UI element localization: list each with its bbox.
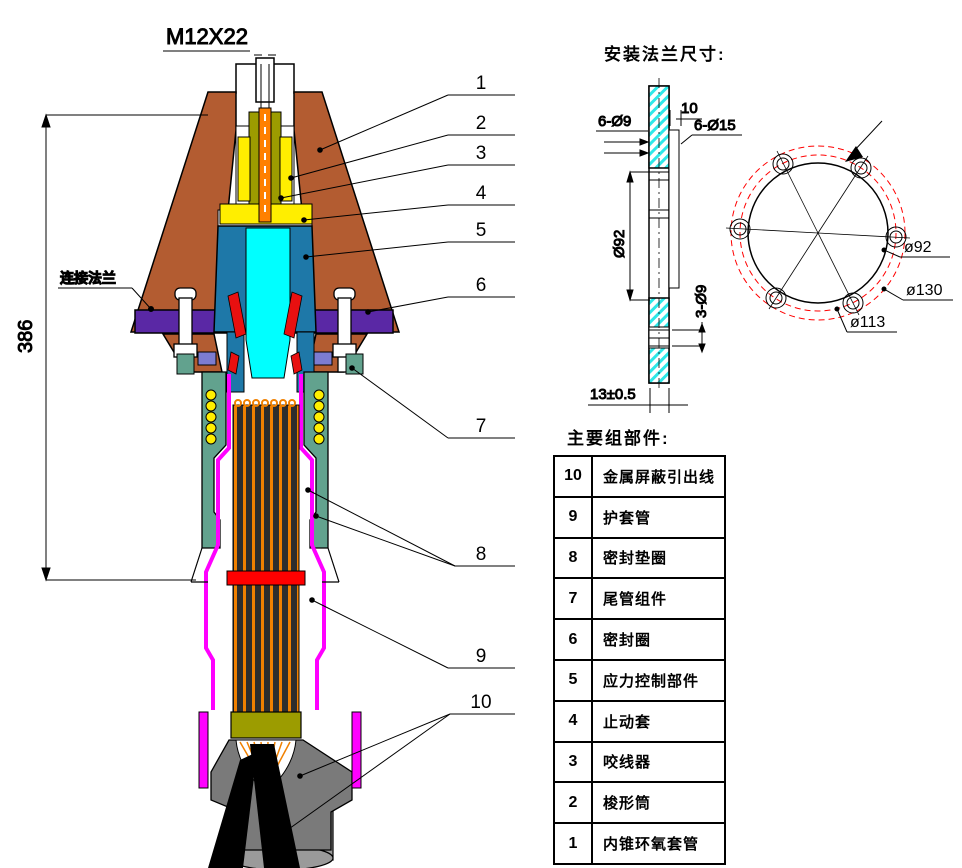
table-row: 9 护套管: [555, 497, 724, 539]
part-name: 内锥环氧套管: [603, 836, 700, 854]
seal-layer-right: [299, 374, 326, 710]
table-row: 8 密封垫圈: [555, 538, 724, 580]
bolt-shaft: [255, 57, 275, 103]
callout-8: 8: [476, 544, 487, 565]
part-name: 止动套: [603, 713, 652, 731]
red-marker-band: [226, 570, 306, 586]
dim-d113-front: ø113: [850, 314, 885, 331]
table-row: 4 止动套: [555, 701, 724, 743]
callout-2: 2: [476, 113, 487, 134]
red-wedge-left: [227, 291, 247, 339]
part-number: 10: [555, 457, 593, 496]
termination-assembly: [129, 57, 401, 868]
connection-flange-label: 连接法兰: [60, 270, 116, 286]
red-wedge-right: [283, 291, 303, 339]
dim-d130-front: ø130: [906, 282, 943, 299]
callout-3: 3: [476, 143, 487, 164]
callout-4: 4: [476, 183, 487, 204]
part-number: 5: [555, 660, 593, 700]
cyan-insulator: [245, 227, 291, 379]
dim-3-d9: 3-Ø9: [693, 285, 710, 318]
part-number: 2: [555, 783, 593, 823]
dim-d92-front: ø92: [904, 239, 932, 256]
table-row: 5 应力控制部件: [555, 660, 724, 702]
part-name: 梭形筒: [603, 795, 652, 813]
bundle-curls: [234, 399, 296, 407]
table-row: 6 密封圈: [555, 620, 724, 661]
callout-leaders: [276, 94, 515, 839]
part-number: 6: [555, 620, 593, 659]
flange-view-title: 安装法兰尺寸:: [604, 45, 726, 64]
part-name: 咬线器: [603, 754, 652, 772]
seal-layer-left: [204, 374, 231, 710]
table-row: 10 金属屏蔽引出线: [555, 457, 724, 498]
part-number: 4: [555, 701, 593, 741]
thread-block-left: [237, 136, 251, 202]
thread-block-right: [279, 136, 293, 202]
callout-9: 9: [476, 646, 487, 667]
conductor-bundle: [232, 404, 300, 713]
part-name: 密封垫圈: [603, 550, 668, 568]
part-name: 尾管组件: [603, 591, 668, 609]
part-number: 3: [555, 742, 593, 782]
parts-table-title: 主要组部件:: [567, 429, 670, 448]
center-spokes: [725, 150, 911, 316]
callout-10: 10: [470, 692, 491, 713]
table-row: 7 尾管组件: [555, 579, 724, 621]
part-number: 7: [555, 579, 593, 619]
cable-right: [250, 744, 300, 868]
part-number: 1: [555, 824, 593, 863]
callout-6: 6: [476, 275, 487, 296]
part-name: 护套管: [603, 509, 652, 527]
wire-gripper-band: [230, 711, 302, 739]
dim-6-d15: 6-Ø15: [694, 117, 736, 134]
callout-1: 1: [476, 73, 487, 94]
dim-thickness: 13±0.5: [590, 386, 636, 403]
bolt-dimension-label: M12X22: [166, 24, 248, 49]
table-row: 1 内锥环氧套管: [555, 824, 724, 863]
main-dimensions: M12X22 386 连接法兰: [15, 24, 276, 582]
center-conductor: [258, 107, 272, 223]
flange-front-view: ø92 ø130 ø113: [725, 120, 953, 333]
flange-side-view: 6-Ø9 10 6-Ø15 Ø92 3-Ø9 13±0.5: [588, 78, 742, 413]
table-row: 3 咬线器: [555, 742, 724, 784]
part-number: 8: [555, 538, 593, 578]
cable-left: [208, 752, 257, 868]
callout-numbers: 1 2 3 4 5 6 7 8 9 10: [470, 73, 491, 713]
part-name: 应力控制部件: [603, 672, 700, 690]
spring-right: [313, 389, 325, 445]
part-number: 9: [555, 497, 593, 537]
spring-left: [205, 389, 217, 445]
part-name: 金属屏蔽引出线: [603, 468, 716, 486]
height-dimension-label: 386: [15, 320, 37, 353]
dim-6-d9: 6-Ø9: [598, 113, 631, 130]
part-name: 密封圈: [603, 632, 652, 650]
callout-7: 7: [476, 416, 487, 437]
dim-d92-side: Ø92: [611, 230, 628, 258]
dim-boss: 10: [681, 100, 698, 117]
table-row: 2 梭形筒: [555, 783, 724, 825]
callout-5: 5: [476, 220, 487, 241]
